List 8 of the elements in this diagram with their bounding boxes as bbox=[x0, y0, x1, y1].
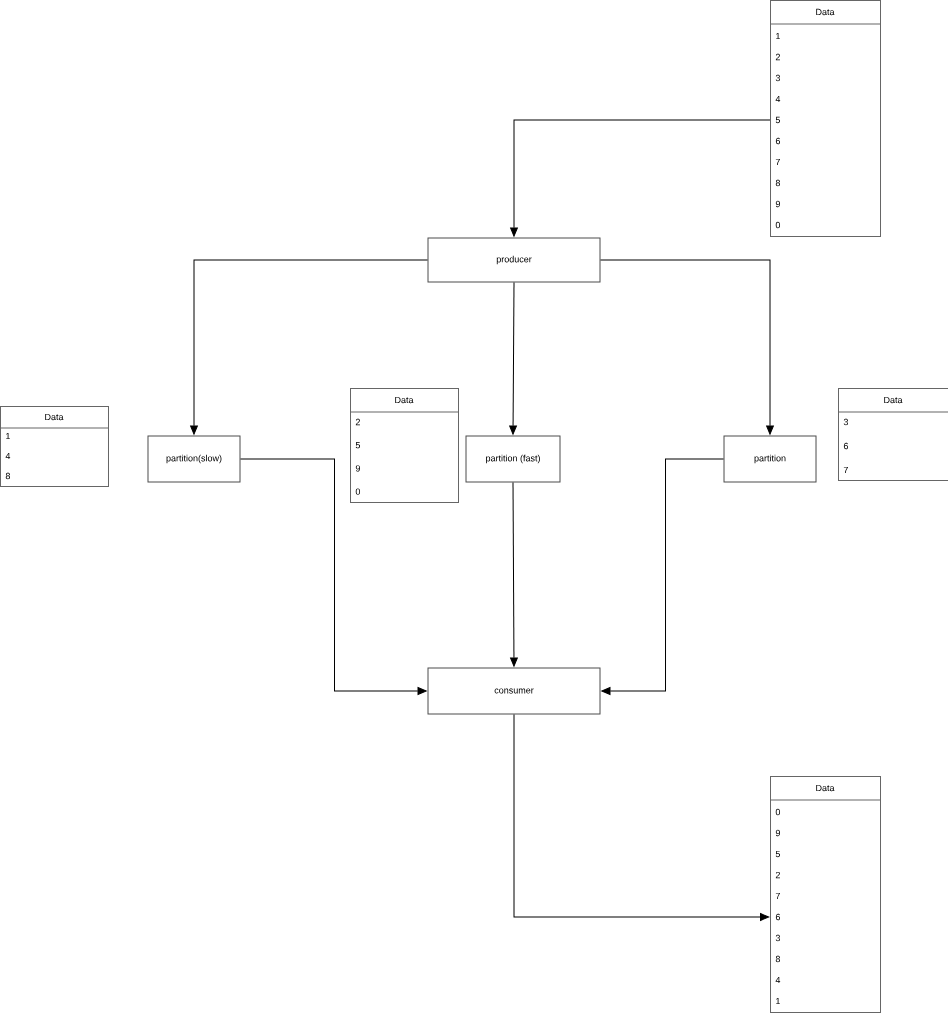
arrow bbox=[601, 458, 724, 695]
arrow bbox=[240, 458, 427, 695]
arrow bbox=[600, 259, 774, 435]
arrow bbox=[510, 119, 771, 237]
arrow bbox=[513, 714, 770, 921]
arrow bbox=[509, 282, 517, 435]
arrow bbox=[510, 482, 518, 667]
arrow bbox=[190, 259, 428, 435]
